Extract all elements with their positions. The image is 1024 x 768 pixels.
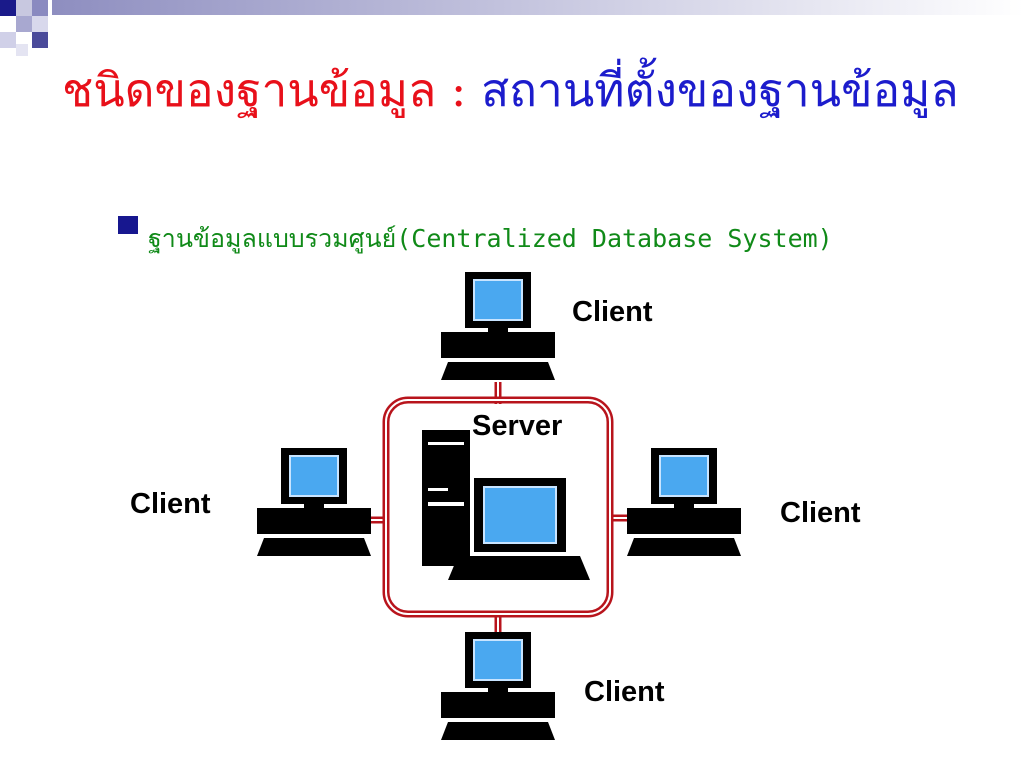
deco-square xyxy=(16,16,32,32)
slide-title-part1: ชนิดของฐานข้อมูล : xyxy=(62,63,482,117)
bullet-square-icon xyxy=(118,216,138,234)
decorative-header-band xyxy=(0,0,1024,56)
deco-square xyxy=(32,32,48,48)
bullet-text: ฐานข้อมูลแบบรวมศูนย์(Centralized Databas… xyxy=(148,224,833,253)
header-gradient-bar xyxy=(52,0,1024,15)
slide-title: ชนิดของฐานข้อมูล : สถานที่ตั้งของฐานข้อม… xyxy=(62,38,1002,142)
client-bottom-label: Client xyxy=(584,676,665,708)
slide-title-part2: สถานที่ตั้งของฐานข้อมูล xyxy=(481,63,959,117)
deco-square xyxy=(32,16,48,32)
server-tower-icon xyxy=(422,430,470,566)
client-left-computer-icon xyxy=(256,447,372,557)
deco-square xyxy=(16,44,28,56)
client-right-label: Client xyxy=(780,497,861,529)
client-top-label: Client xyxy=(572,296,653,328)
client-top-computer-icon xyxy=(440,271,556,381)
server-label: Server xyxy=(472,410,563,442)
client-right-computer-icon xyxy=(626,447,742,557)
client-left-label: Client xyxy=(130,488,211,520)
deco-square xyxy=(0,0,16,16)
deco-square xyxy=(32,0,48,16)
server-computer-icon xyxy=(448,478,590,580)
client-bottom-computer-icon xyxy=(440,631,556,741)
deco-square xyxy=(16,0,32,16)
deco-square xyxy=(0,32,16,48)
